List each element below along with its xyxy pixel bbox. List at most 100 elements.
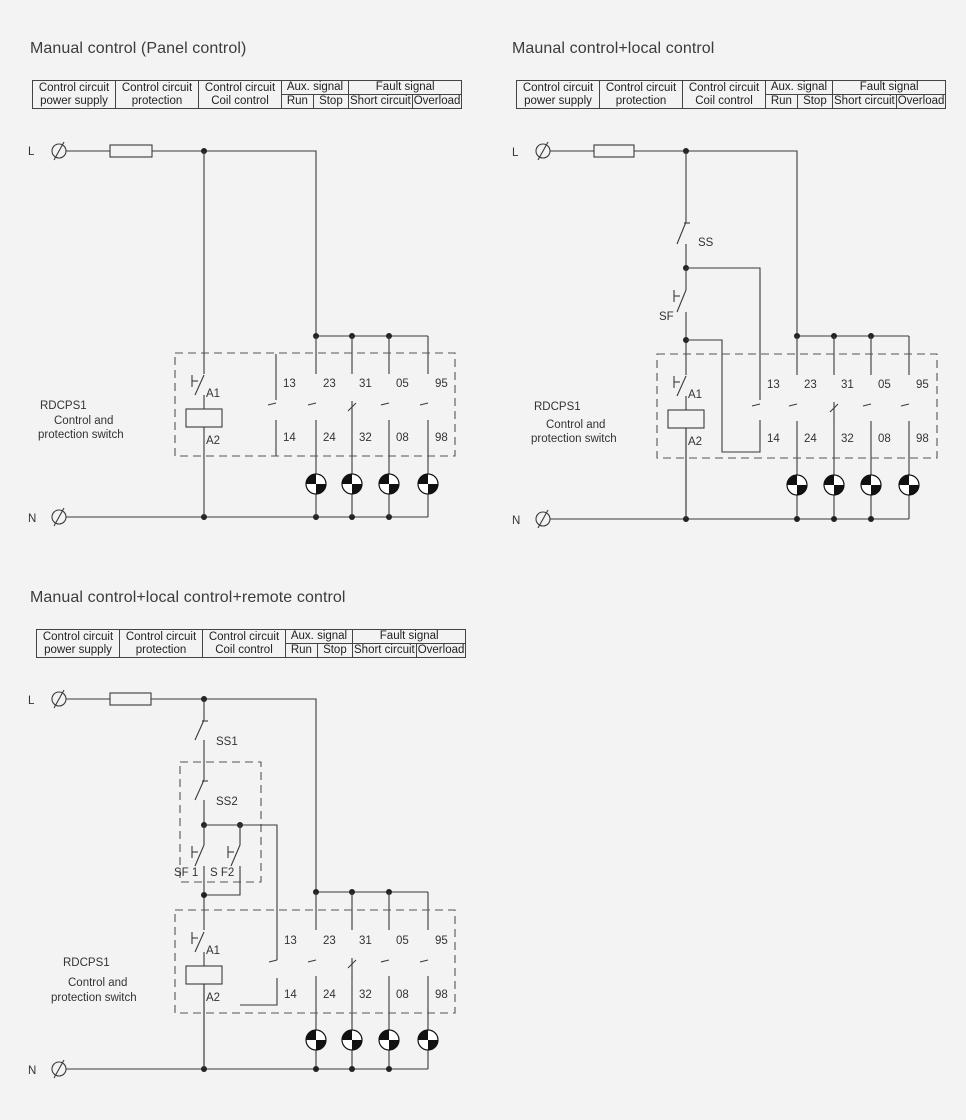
contact-icon [268,959,278,963]
ss2-label: SS2 [216,796,238,808]
contact-32-label: 32 [841,433,854,445]
device-name: RDCPS1 [40,400,87,412]
junction-dot [201,892,207,898]
indicator-lamp-icon [417,473,439,495]
header-overload: Overload [895,94,947,109]
rdcps-device-outline [656,353,938,459]
contact-icon [419,959,429,963]
junction-dot [386,1066,392,1072]
indicator-lamp-icon [786,474,808,496]
contact-icon [862,403,872,407]
sf-start-switch-icon [676,289,687,313]
contact-icon [307,402,317,406]
device-desc-2: protection switch [51,992,137,1004]
contact-24-label: 24 [323,989,336,1001]
ss1-label: SS1 [216,736,238,748]
coil-push-contact [194,931,205,953]
contact-98-label: 98 [435,432,448,444]
neutral-n-label: N [28,1065,36,1077]
junction-dot [313,1066,319,1072]
contact-95-label: 95 [435,935,448,947]
contact-14-label: 14 [767,433,780,445]
indicator-lamp-icon [378,1029,400,1051]
indicator-lamp-icon [341,1029,363,1051]
contact-32-label: 32 [359,989,372,1001]
contact-icon [267,402,277,406]
contact-31-label: 31 [359,378,372,390]
nc-contact-mark [347,959,357,969]
line-l-label: L [512,147,519,159]
indicator-lamp-icon [305,1029,327,1051]
contact-23-label: 23 [323,935,336,947]
ss2-stop-switch-icon [194,779,205,801]
header-stop: Stop [796,94,834,109]
diagram-1-title: Manual control (Panel control) [30,40,247,57]
diagram-2-title: Maunal control+local control [512,40,715,57]
contact-icon [307,959,317,963]
sf2-label: S F2 [210,867,234,879]
contact-32-label: 32 [359,432,372,444]
contact-icon [380,402,390,406]
contact-08-label: 08 [396,989,409,1001]
indicator-lamp-icon [305,473,327,495]
line-l-label: L [28,695,35,707]
contact-13-label: 13 [284,935,297,947]
indicator-lamp-icon [860,474,882,496]
nc-contact-mark [347,402,357,412]
neutral-n-label: N [512,515,520,527]
contact-icon [380,959,390,963]
sf1-label: SF 1 [174,867,198,879]
device-desc-1: Control and [54,415,113,427]
fuse-icon [109,144,153,158]
coil-terminal-a1: A1 [206,945,220,957]
neutral-terminal-icon-slash [53,507,65,527]
contact-14-label: 14 [284,989,297,1001]
device-name: RDCPS1 [534,401,581,413]
fuse-icon [593,144,635,158]
coil-terminal-a2: A2 [688,436,702,448]
ss1-stop-switch-icon [194,719,205,741]
indicator-lamp-icon [341,473,363,495]
contact-95-label: 95 [916,379,929,391]
rdcps-device-outline [174,352,456,457]
wire [686,267,761,400]
neutral-n-label: N [28,513,36,525]
coil-icon [667,409,705,429]
line-l-label: L [28,146,35,158]
contact-08-label: 08 [396,432,409,444]
header-overload: Overload [411,94,463,109]
coil-push-contact [194,374,205,396]
junction-dot [794,516,800,522]
neutral-terminal-icon-slash [537,509,549,529]
coil-terminal-a1: A1 [688,389,702,401]
indicator-lamp-icon [378,473,400,495]
rdcps-device-outline [174,909,456,1014]
header-short: Short circuit [348,94,413,109]
ss-stop-switch-icon [676,221,687,245]
wire [686,339,761,453]
wire [152,150,317,336]
contact-98-label: 98 [435,989,448,1001]
contact-23-label: 23 [323,378,336,390]
device-desc-2: protection switch [38,429,124,441]
device-desc-2: protection switch [531,433,617,445]
header-stop: Stop [316,643,354,658]
nc-contact-mark [829,403,839,413]
sf-label: SF [659,311,674,323]
contact-05-label: 05 [878,379,891,391]
wire [204,824,278,960]
header-stop: Stop [312,94,350,109]
contact-14-label: 14 [283,432,296,444]
contact-icon [419,402,429,406]
indicator-lamp-icon [898,474,920,496]
line-terminal-icon-slash [537,141,549,161]
contact-icon [788,403,798,407]
header-run: Run [285,643,318,658]
header-overload: Overload [415,643,467,658]
